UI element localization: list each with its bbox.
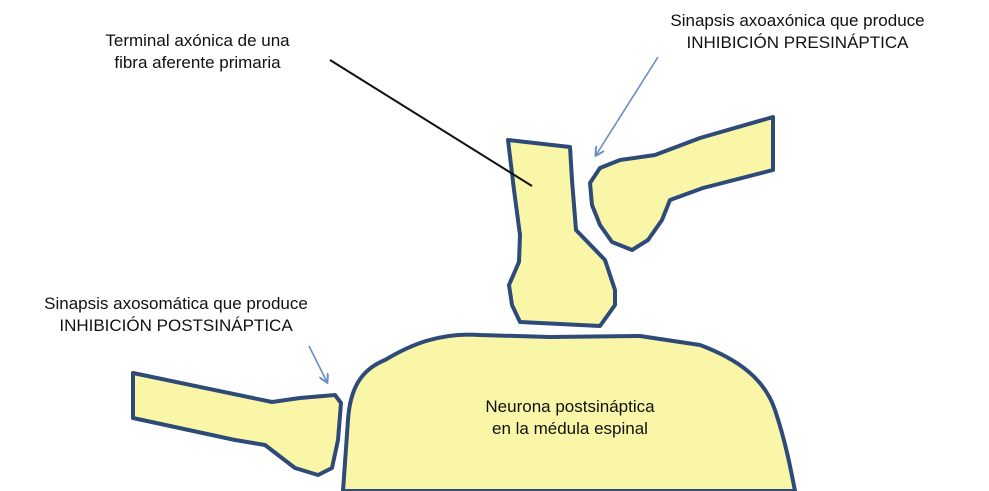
axosomatic-label-line-2: INHIBICIÓN POSTSINÁPTICA xyxy=(6,315,346,337)
axoaxonic-label: Sinapsis axoaxónica que produce INHIBICI… xyxy=(620,10,975,54)
axosomatic-label: Sinapsis axosomática que produce INHIBIC… xyxy=(6,293,346,337)
presynaptic-inhibitory-axon xyxy=(590,117,773,250)
terminal-label-line-2: fibra aferente primaria xyxy=(40,52,355,74)
postsynaptic-inhibitory-axon xyxy=(133,373,341,475)
axoaxonic-label-line-2: INHIBICIÓN PRESINÁPTICA xyxy=(620,32,975,54)
axosomatic-arrow xyxy=(309,346,327,382)
axoaxonic-label-line-1: Sinapsis axoaxónica que produce xyxy=(620,10,975,32)
axoaxonic-arrow xyxy=(596,57,658,155)
axosomatic-label-line-1: Sinapsis axosomática que produce xyxy=(6,293,346,315)
neuron-label-line-2: en la médula espinal xyxy=(395,418,745,440)
terminal-label: Terminal axónica de una fibra aferente p… xyxy=(40,30,355,74)
terminal-pointer-line xyxy=(330,60,532,186)
neuron-label-line-1: Neurona postsináptica xyxy=(395,396,745,418)
neuron-label: Neurona postsináptica en la médula espin… xyxy=(395,396,745,440)
terminal-label-line-1: Terminal axónica de una xyxy=(40,30,355,52)
